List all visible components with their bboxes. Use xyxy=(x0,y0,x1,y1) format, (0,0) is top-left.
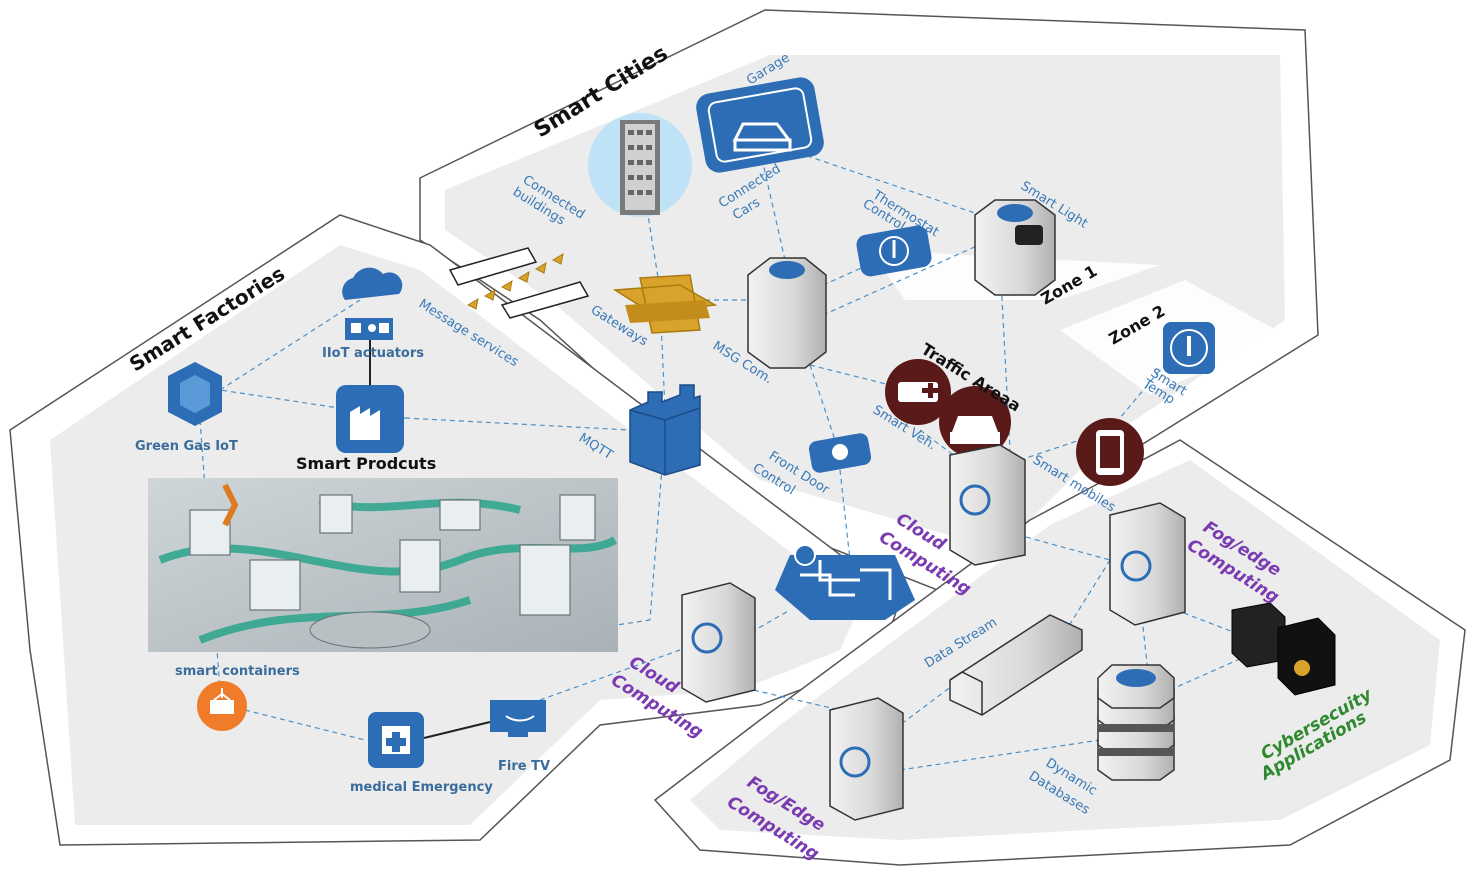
car-icon[interactable] xyxy=(939,386,1011,458)
cloud-actuator-icon[interactable] xyxy=(342,267,403,385)
fire-tv-icon[interactable] xyxy=(490,700,546,737)
iiot-actuators-label: IIoT actuators xyxy=(322,346,424,361)
green-gas-icon[interactable] xyxy=(168,362,222,426)
fog-server-bottom-icon[interactable] xyxy=(829,697,904,821)
medical-tv-link xyxy=(423,721,491,739)
cybersecurity-icon[interactable] xyxy=(1231,602,1336,696)
smart-light-icon[interactable] xyxy=(974,199,1056,296)
mqtt-castle-icon[interactable] xyxy=(629,384,701,476)
medical-emergency-label: medical Emergency xyxy=(350,780,493,795)
fog-server-top-icon[interactable] xyxy=(1109,502,1186,626)
traffic-server-icon[interactable] xyxy=(949,444,1026,566)
ambulance-icon[interactable] xyxy=(885,359,951,425)
medical-chip-icon[interactable] xyxy=(368,712,424,768)
msg-server-icon[interactable] xyxy=(747,257,827,369)
thermostat-chip-icon[interactable] xyxy=(855,224,933,278)
door-chip-icon[interactable] xyxy=(808,432,873,474)
mobile-icon[interactable] xyxy=(1076,418,1144,486)
temp-chip-icon[interactable] xyxy=(1163,322,1215,374)
circuit-shield-icon[interactable] xyxy=(775,544,915,620)
car-chip-icon[interactable] xyxy=(694,75,826,175)
smart-containers-label: smart containers xyxy=(175,664,300,679)
factory-photo xyxy=(148,478,618,652)
container-icon[interactable] xyxy=(197,681,247,731)
factory-server-icon[interactable] xyxy=(681,582,756,703)
smart-products-label: Smart Prodcuts xyxy=(296,454,436,473)
green-gas-iot-label: Green Gas IoT xyxy=(135,439,238,454)
fire-tv-label: Fire TV xyxy=(498,759,550,774)
factory-chip-icon[interactable] xyxy=(336,385,404,453)
building-icon[interactable] xyxy=(588,113,692,217)
message-queue-icon[interactable] xyxy=(448,247,590,319)
data-stream-icon[interactable] xyxy=(949,614,1083,716)
database-icon[interactable] xyxy=(1097,664,1175,781)
gateway-icon[interactable] xyxy=(612,274,718,334)
